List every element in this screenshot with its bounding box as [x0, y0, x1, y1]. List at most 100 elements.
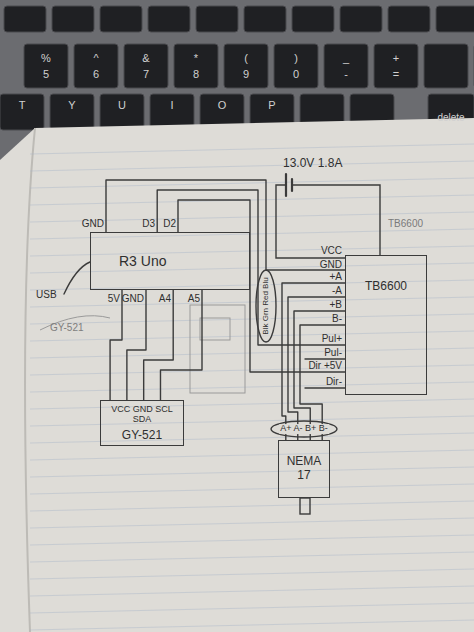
ruled-line	[30, 433, 474, 443]
function-key	[292, 6, 334, 32]
number-key	[274, 44, 318, 88]
pin-label: -A	[332, 285, 342, 296]
ruled-lines	[30, 144, 474, 630]
power-wire	[276, 185, 345, 258]
ruled-line	[30, 229, 474, 239]
function-key	[148, 6, 190, 32]
connectors	[106, 180, 345, 440]
wire	[144, 290, 174, 400]
pin-label: USB	[36, 289, 57, 300]
pin-stub	[305, 387, 345, 388]
key-label: 6	[93, 68, 99, 80]
number-key	[424, 44, 468, 88]
wire	[282, 283, 345, 440]
pin-stub	[305, 358, 345, 359]
function-key	[436, 6, 474, 32]
sketch-outline	[190, 305, 245, 393]
pin-label: D3	[142, 218, 155, 229]
wire	[160, 290, 202, 400]
ruled-line	[30, 552, 474, 562]
key-label: +	[393, 52, 399, 64]
pin-label: B-	[332, 313, 342, 324]
pin-label: D2	[163, 218, 176, 229]
key-label: 5	[43, 68, 49, 80]
keyboard	[0, 6, 474, 130]
number-key	[374, 44, 418, 88]
supply-rating: 13.0V 1.8A	[283, 157, 342, 170]
ruled-line	[30, 399, 474, 409]
key-label: T	[19, 99, 26, 111]
letter-key	[50, 94, 94, 130]
number-key	[74, 44, 118, 88]
key-label: 9	[243, 68, 249, 80]
wire	[294, 311, 345, 440]
ruled-line	[30, 263, 474, 273]
number-key	[124, 44, 168, 88]
pencil-wires	[64, 174, 380, 514]
key-label: -	[344, 68, 348, 80]
pin-label: A+ A- B+ B-	[279, 424, 329, 434]
pin-label: GY-521	[50, 322, 84, 333]
ruled-line	[30, 569, 474, 579]
key-label: I	[170, 99, 173, 111]
ruled-line	[30, 586, 474, 596]
arduino-board: R3 Uno	[90, 232, 250, 290]
driver-box: TB6600	[345, 255, 427, 395]
pin-label: Dir-	[326, 376, 342, 387]
ruled-line	[30, 501, 474, 511]
ruled-line	[30, 467, 474, 477]
ruled-line	[30, 348, 474, 358]
ruled-line	[30, 450, 474, 460]
key-label: )	[294, 52, 298, 64]
ruled-line	[30, 603, 474, 613]
power-wire	[292, 185, 380, 255]
key-label: 0	[293, 68, 299, 80]
box-caption: GY-521	[122, 429, 162, 443]
motor-shaft	[300, 498, 310, 514]
key-label: O	[218, 99, 227, 111]
motor-box: NEMA 17	[278, 440, 330, 498]
letter-key	[100, 94, 144, 130]
pin-label: +B	[329, 299, 342, 310]
ruled-line	[30, 484, 474, 494]
ruled-line	[30, 144, 474, 154]
pin-label: 5V	[108, 293, 120, 304]
wire	[288, 297, 345, 440]
wire	[300, 325, 345, 440]
key-label: Y	[68, 99, 75, 111]
wire	[157, 190, 345, 345]
ruled-line	[30, 161, 474, 171]
pin-label: GND	[122, 293, 144, 304]
key-label: P	[268, 99, 275, 111]
box-label: NEMA 17	[282, 455, 326, 483]
pin-label: Pul+	[322, 333, 342, 344]
ruled-line	[30, 535, 474, 545]
key-label: delete	[437, 112, 464, 123]
pin-label: GND	[320, 259, 342, 270]
number-key	[324, 44, 368, 88]
function-key	[196, 6, 238, 32]
ruled-line	[30, 382, 474, 392]
key-label: %	[41, 52, 51, 64]
key-label: *	[194, 52, 198, 64]
page-edge	[25, 128, 35, 632]
pin-label: Dir +5V	[308, 360, 342, 371]
ruled-line	[30, 280, 474, 290]
ruled-line	[30, 297, 474, 307]
ruled-line	[30, 331, 474, 341]
key-label: &	[142, 52, 149, 64]
ruled-line	[30, 518, 474, 528]
letter-key	[0, 94, 44, 130]
motor-pin-oval	[271, 421, 337, 437]
pin-label: Blk Grn Red Blu	[262, 276, 271, 335]
pin-label: VCC	[321, 245, 342, 256]
wire-color-oval	[256, 270, 276, 342]
wire	[110, 290, 122, 400]
key-label: =	[393, 68, 399, 80]
number-key	[224, 44, 268, 88]
function-key	[100, 6, 142, 32]
function-key	[340, 6, 382, 32]
